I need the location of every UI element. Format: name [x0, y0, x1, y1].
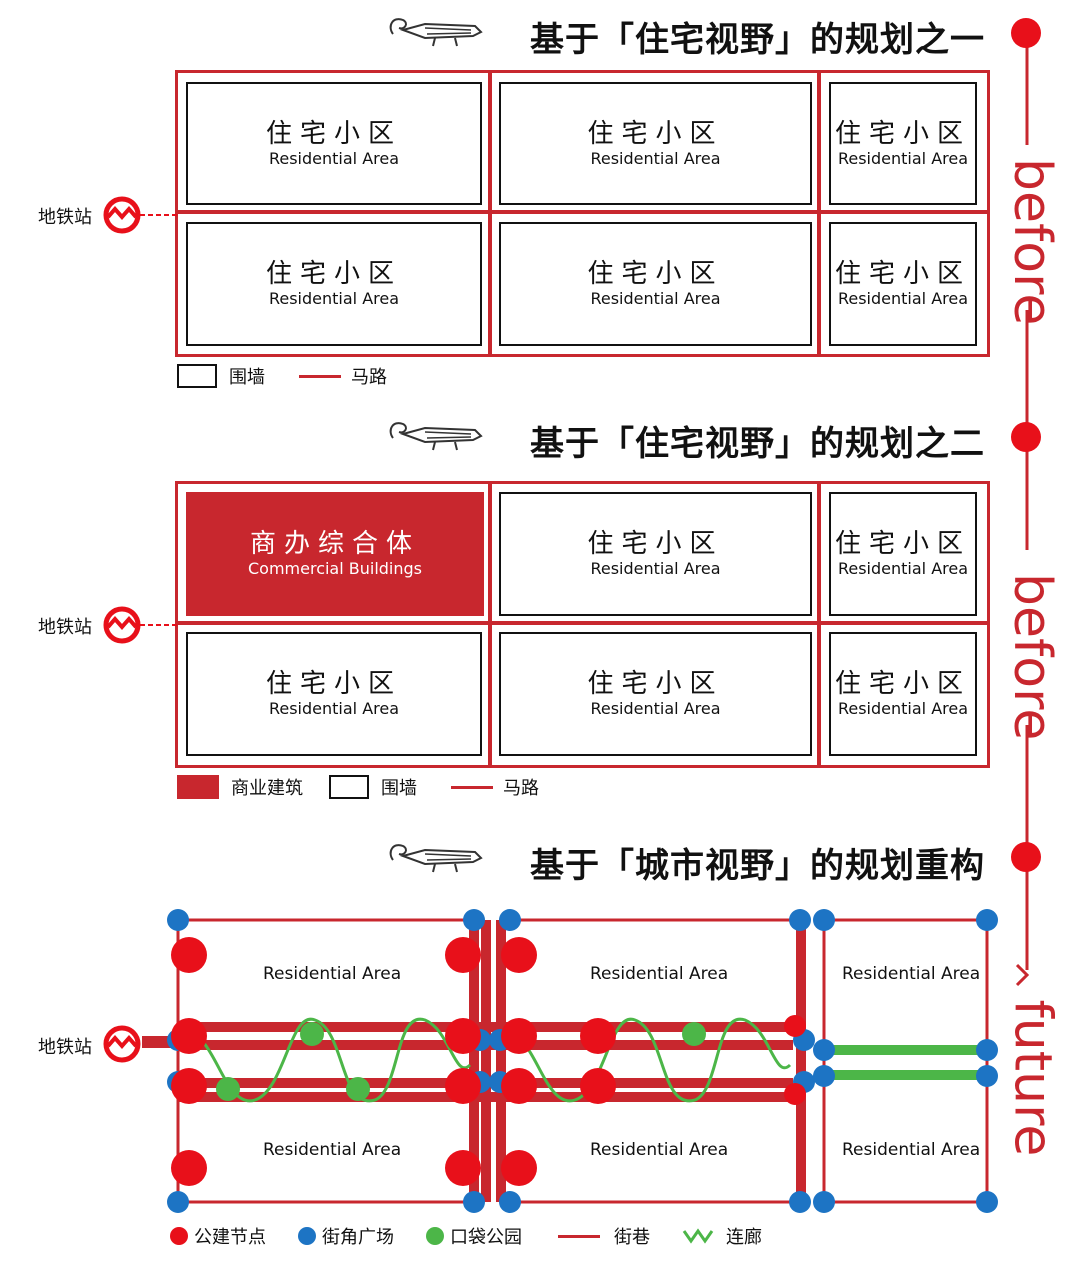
legend-commercial-swatch [177, 775, 219, 799]
legend-alley-swatch [558, 1234, 600, 1238]
residential-en: Residential Area [268, 699, 400, 718]
timeline-dot-1 [1011, 18, 1041, 48]
legend-corner-plaza-label: 街角广场 [322, 1227, 394, 1248]
section-1-title: 基于「住宅视野」的规划之一 [530, 20, 985, 60]
metro-station-label: 地铁站 [38, 207, 92, 228]
residential-zh: 住宅小区 [834, 529, 971, 559]
timeline-dot-3 [1011, 842, 1041, 872]
residential-zh: 住宅小区 [587, 118, 724, 149]
residential-en: Residential Area [590, 559, 721, 578]
legend-road-label: 马路 [503, 778, 539, 799]
plan-3-area-label: Residential Area [263, 1140, 402, 1160]
residential-en: Residential Area [590, 699, 721, 718]
legend-1: 围墙 马路 [177, 363, 387, 389]
residential-en: Residential Area [590, 289, 721, 308]
legend-2: 商业建筑 围墙 马路 [177, 774, 539, 800]
plan-3-area-label: Residential Area [590, 1140, 729, 1160]
legend-corridor-icon [682, 1228, 714, 1244]
metro-icon [103, 196, 178, 234]
residential-en: Residential Area [268, 289, 400, 308]
legend-road-label: 马路 [351, 367, 387, 388]
commercial-en: Commercial Buildings [247, 559, 423, 578]
legend-corridor-label: 连廊 [726, 1227, 762, 1248]
legend-corner-plaza-swatch [298, 1227, 316, 1245]
side-word-before-2: before [1002, 573, 1062, 741]
legend-wall-swatch [329, 775, 369, 799]
commercial-zh: 商办综合体 [249, 529, 420, 559]
crocodile-logo-icon [389, 844, 483, 873]
side-word-before-1: before [1002, 158, 1062, 326]
legend-public-node-label: 公建节点 [194, 1227, 266, 1248]
residential-en: Residential Area [590, 148, 721, 168]
residential-zh: 住宅小区 [587, 529, 724, 559]
plan-3-network [142, 909, 998, 1213]
legend-road-swatch [451, 785, 493, 789]
residential-zh: 住宅小区 [834, 118, 971, 149]
residential-en: Residential Area [837, 559, 969, 578]
crocodile-logo-icon [389, 422, 483, 451]
legend-pocket-park-swatch [426, 1227, 444, 1245]
plan-3-area-label: Residential Area [842, 1140, 981, 1160]
plan-1-road-h [177, 210, 988, 214]
residential-zh: 住宅小区 [265, 259, 402, 289]
legend-commercial-label: 商业建筑 [231, 778, 303, 799]
legend-alley-label: 街巷 [614, 1227, 650, 1248]
legend-wall-swatch [177, 364, 217, 388]
legend-public-node-swatch [170, 1227, 188, 1245]
metro-station-label: 地铁站 [38, 617, 92, 638]
legend-pocket-park-label: 口袋公园 [450, 1227, 522, 1248]
residential-zh: 住宅小区 [265, 669, 402, 699]
residential-zh: 住宅小区 [587, 669, 724, 699]
residential-zh: 住宅小区 [587, 259, 724, 289]
section-2-title: 基于「住宅视野」的规划之二 [530, 424, 985, 464]
plan-2-road-h [177, 621, 988, 625]
timeline-dot-2 [1011, 422, 1041, 452]
residential-en: Residential Area [837, 148, 969, 168]
section-3-title: 基于「城市视野」的规划重构 [530, 846, 985, 886]
metro-icon [103, 606, 178, 644]
residential-en: Residential Area [837, 699, 969, 718]
residential-en: Residential Area [837, 289, 969, 308]
plan-3-area-label: Residential Area [263, 964, 402, 984]
plan-3-area-label: Residential Area [590, 964, 729, 984]
residential-zh: 住宅小区 [834, 259, 971, 289]
legend-wall-label: 围墙 [229, 367, 265, 388]
metro-icon [103, 1025, 141, 1063]
residential-zh: 住宅小区 [265, 118, 402, 149]
plan-3-area-label: Residential Area [842, 964, 981, 984]
side-word-future: future [1002, 999, 1063, 1157]
legend-3: 公建节点 街角广场 口袋公园 街巷 连廊 [170, 1223, 762, 1249]
plan-1-site [175, 70, 990, 357]
legend-wall-label: 围墙 [381, 778, 417, 799]
legend-road-swatch [299, 374, 341, 378]
crocodile-logo-icon [389, 18, 483, 47]
residential-en: Residential Area [268, 148, 400, 168]
residential-zh: 住宅小区 [834, 669, 971, 699]
metro-station-label: 地铁站 [38, 1037, 92, 1058]
